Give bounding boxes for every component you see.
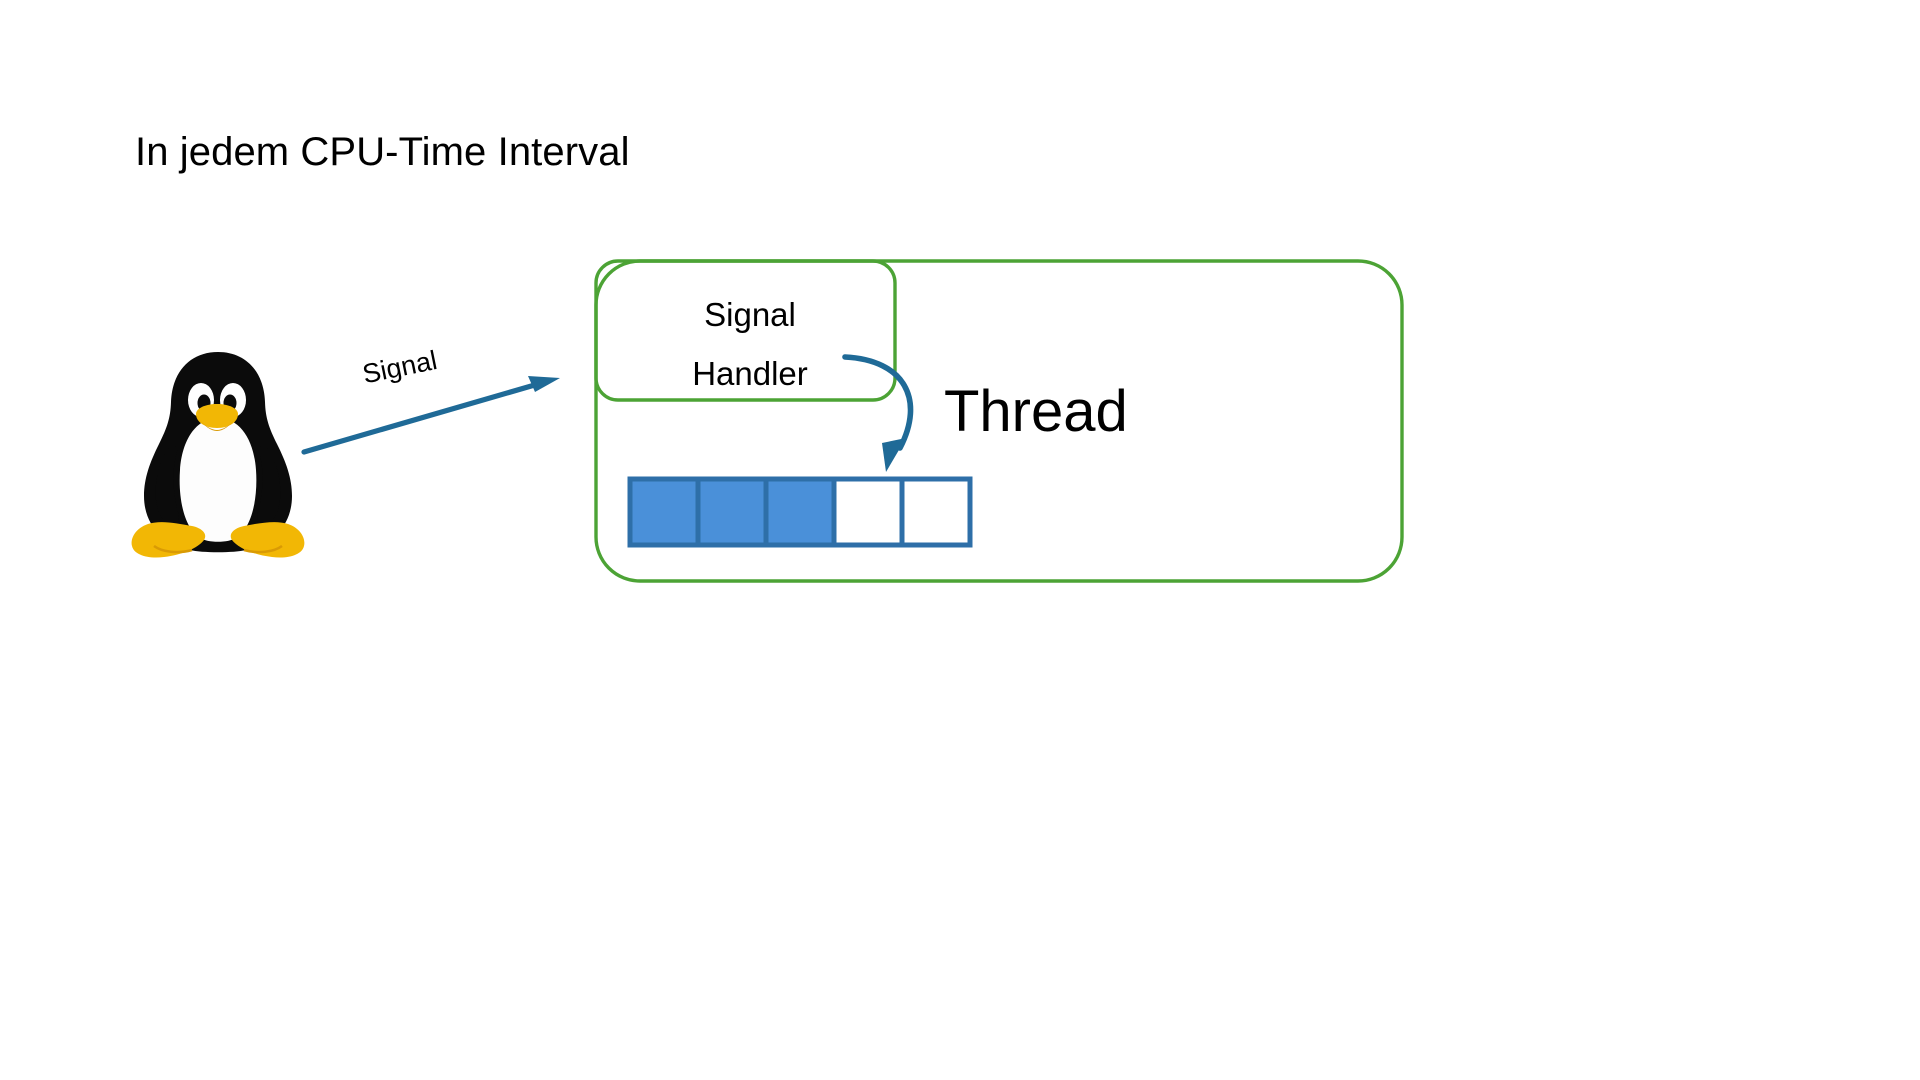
page-title: In jedem CPU-Time Interval	[135, 130, 630, 174]
signal-handler-label-line2: Handler	[692, 355, 808, 392]
signal-arrow	[301, 376, 560, 455]
cell-2[interactable]	[695, 476, 769, 548]
cpu-time-cells	[627, 476, 973, 548]
handler-arrow	[842, 354, 914, 472]
linux-tux-penguin-icon	[128, 348, 308, 563]
thread-label: Thread	[944, 379, 1128, 444]
cell-4[interactable]	[831, 476, 905, 548]
signal-arrow-label: Signal	[360, 345, 440, 390]
signal-handler-label-line1: Signal	[704, 296, 796, 333]
cell-1[interactable]	[627, 476, 701, 548]
cell-5[interactable]	[899, 476, 973, 548]
signal-handler-label: Signal Handler	[660, 285, 840, 403]
cell-3[interactable]	[763, 476, 837, 548]
